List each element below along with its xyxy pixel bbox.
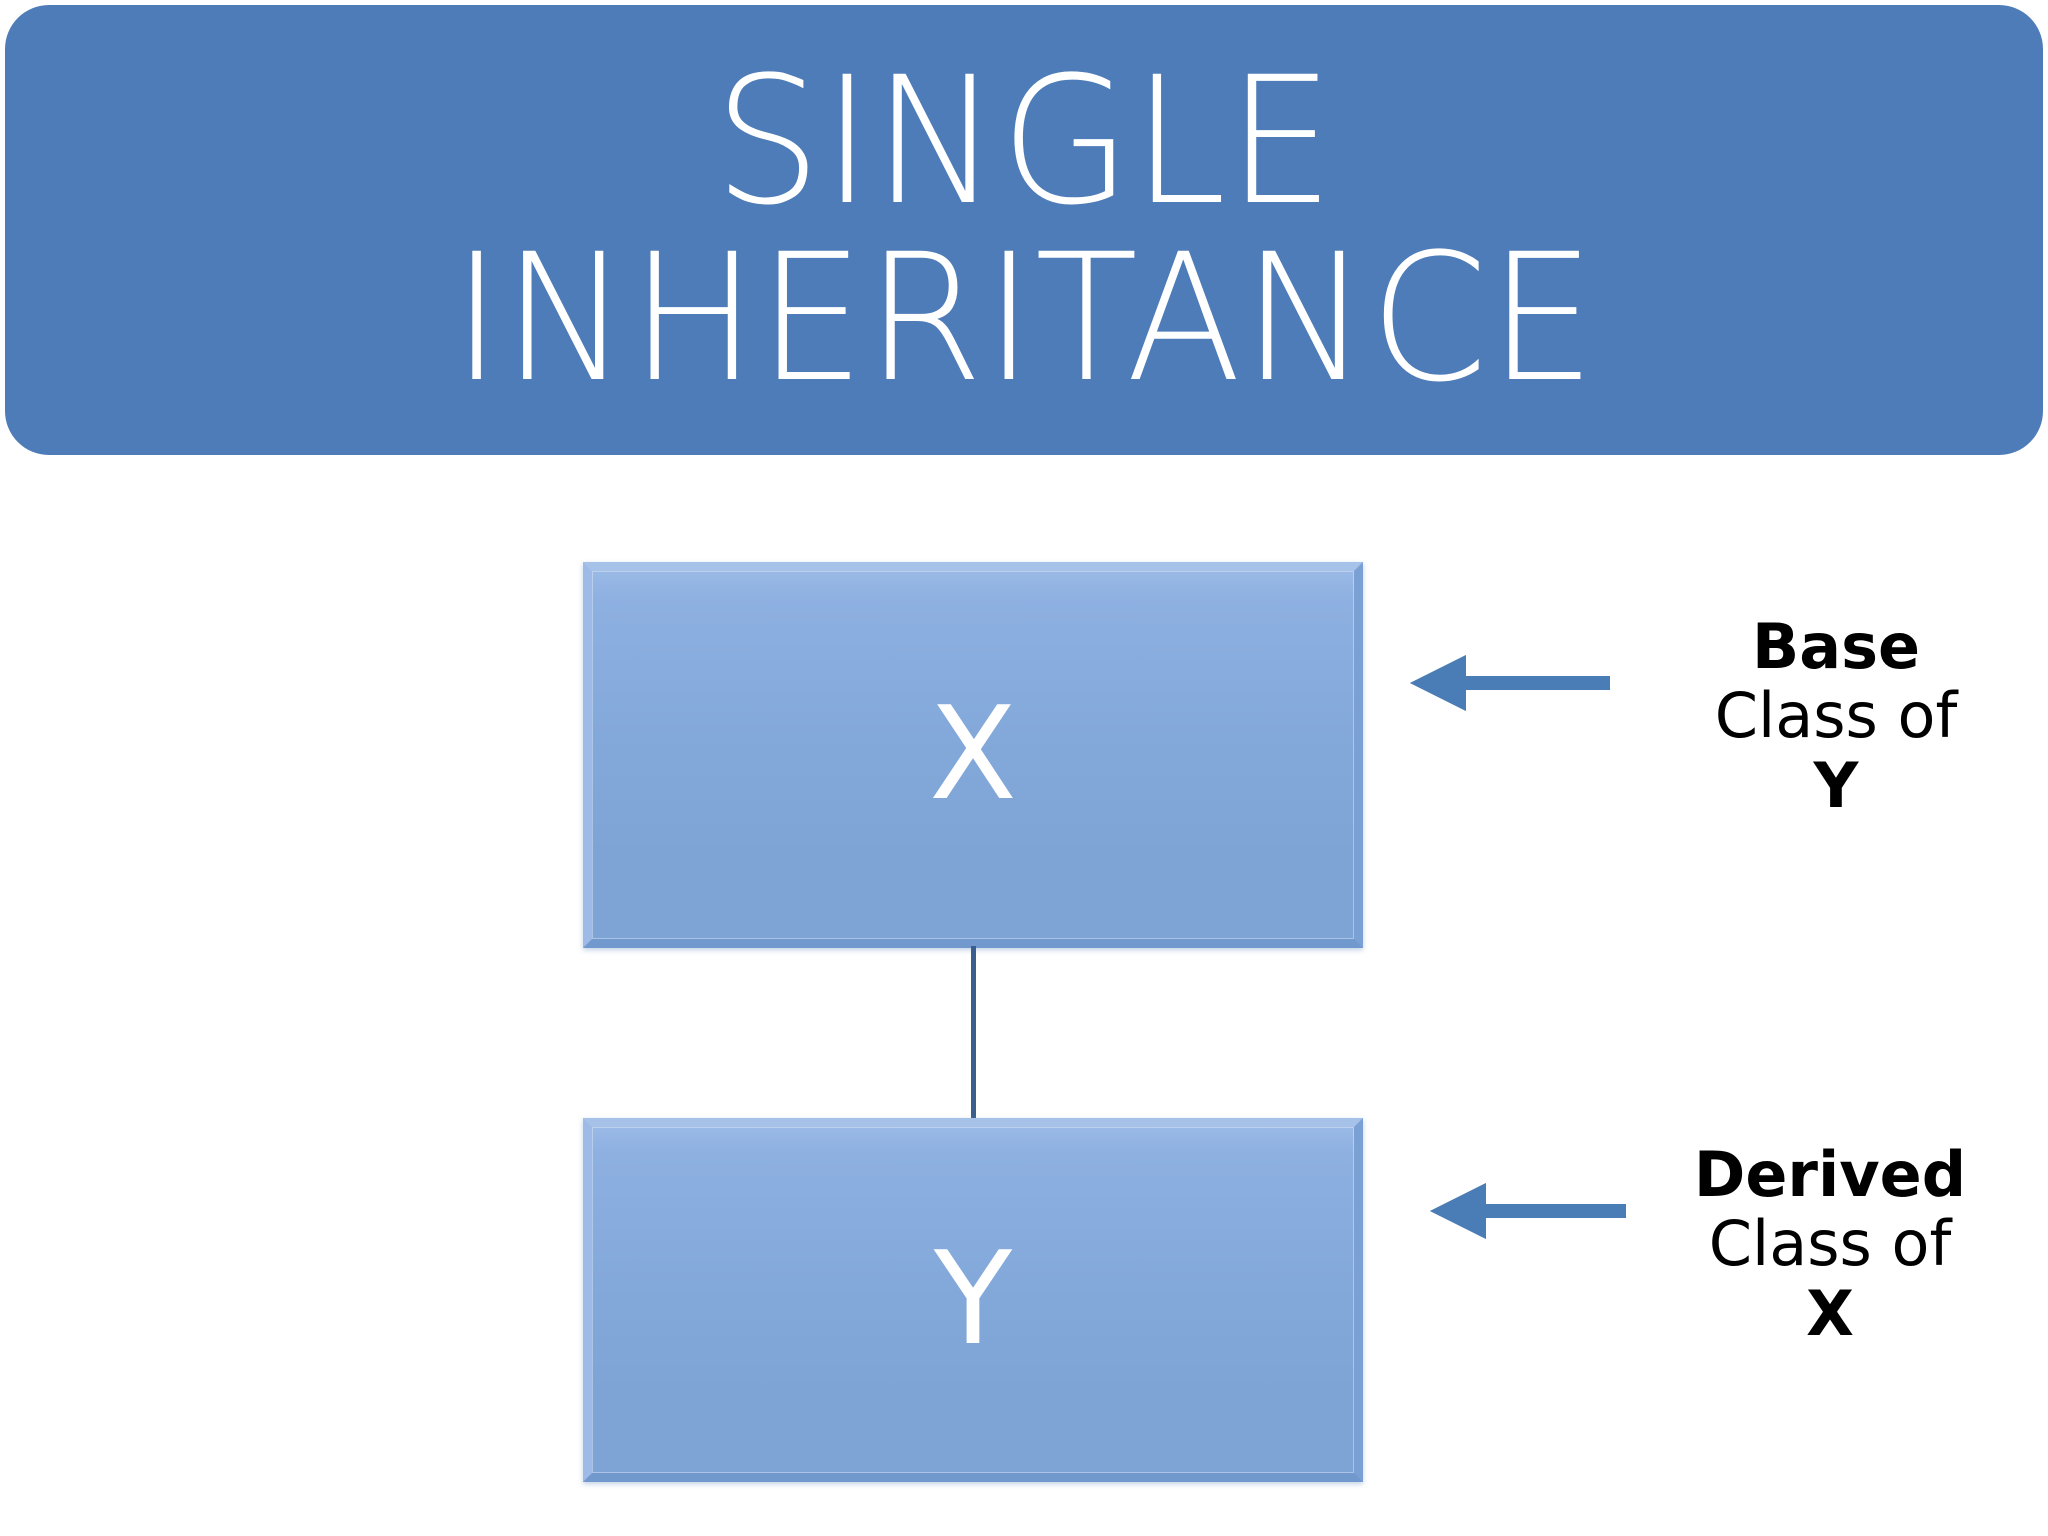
class-box-x-label: X	[929, 680, 1017, 829]
class-box-y-label: Y	[933, 1225, 1013, 1374]
derived-arrow-left-icon	[1430, 1182, 1626, 1240]
derived-class-annotation: Derived Class of X	[1620, 1138, 2040, 1350]
base-annotation-phrase: Class of	[1714, 679, 1958, 753]
derived-annotation-phrase: Class of	[1708, 1207, 1952, 1281]
title-line-2: INHERITANCE	[451, 216, 1597, 421]
derived-annotation-keyword: Derived	[1693, 1138, 1967, 1211]
base-annotation-keyword: Base	[1751, 610, 1921, 683]
class-box-y[interactable]: Y	[583, 1118, 1363, 1482]
base-class-annotation: Base Class of Y	[1636, 610, 2036, 822]
title-line-1: SINGLE	[713, 38, 1335, 244]
base-arrow-left-icon	[1410, 654, 1610, 712]
derived-annotation-target: X	[1806, 1276, 1854, 1350]
class-box-x[interactable]: X	[583, 562, 1363, 948]
base-annotation-target: Y	[1813, 748, 1859, 822]
inheritance-connector-line	[971, 946, 976, 1196]
title-banner: SINGLE INHERITANCE	[5, 5, 2043, 455]
